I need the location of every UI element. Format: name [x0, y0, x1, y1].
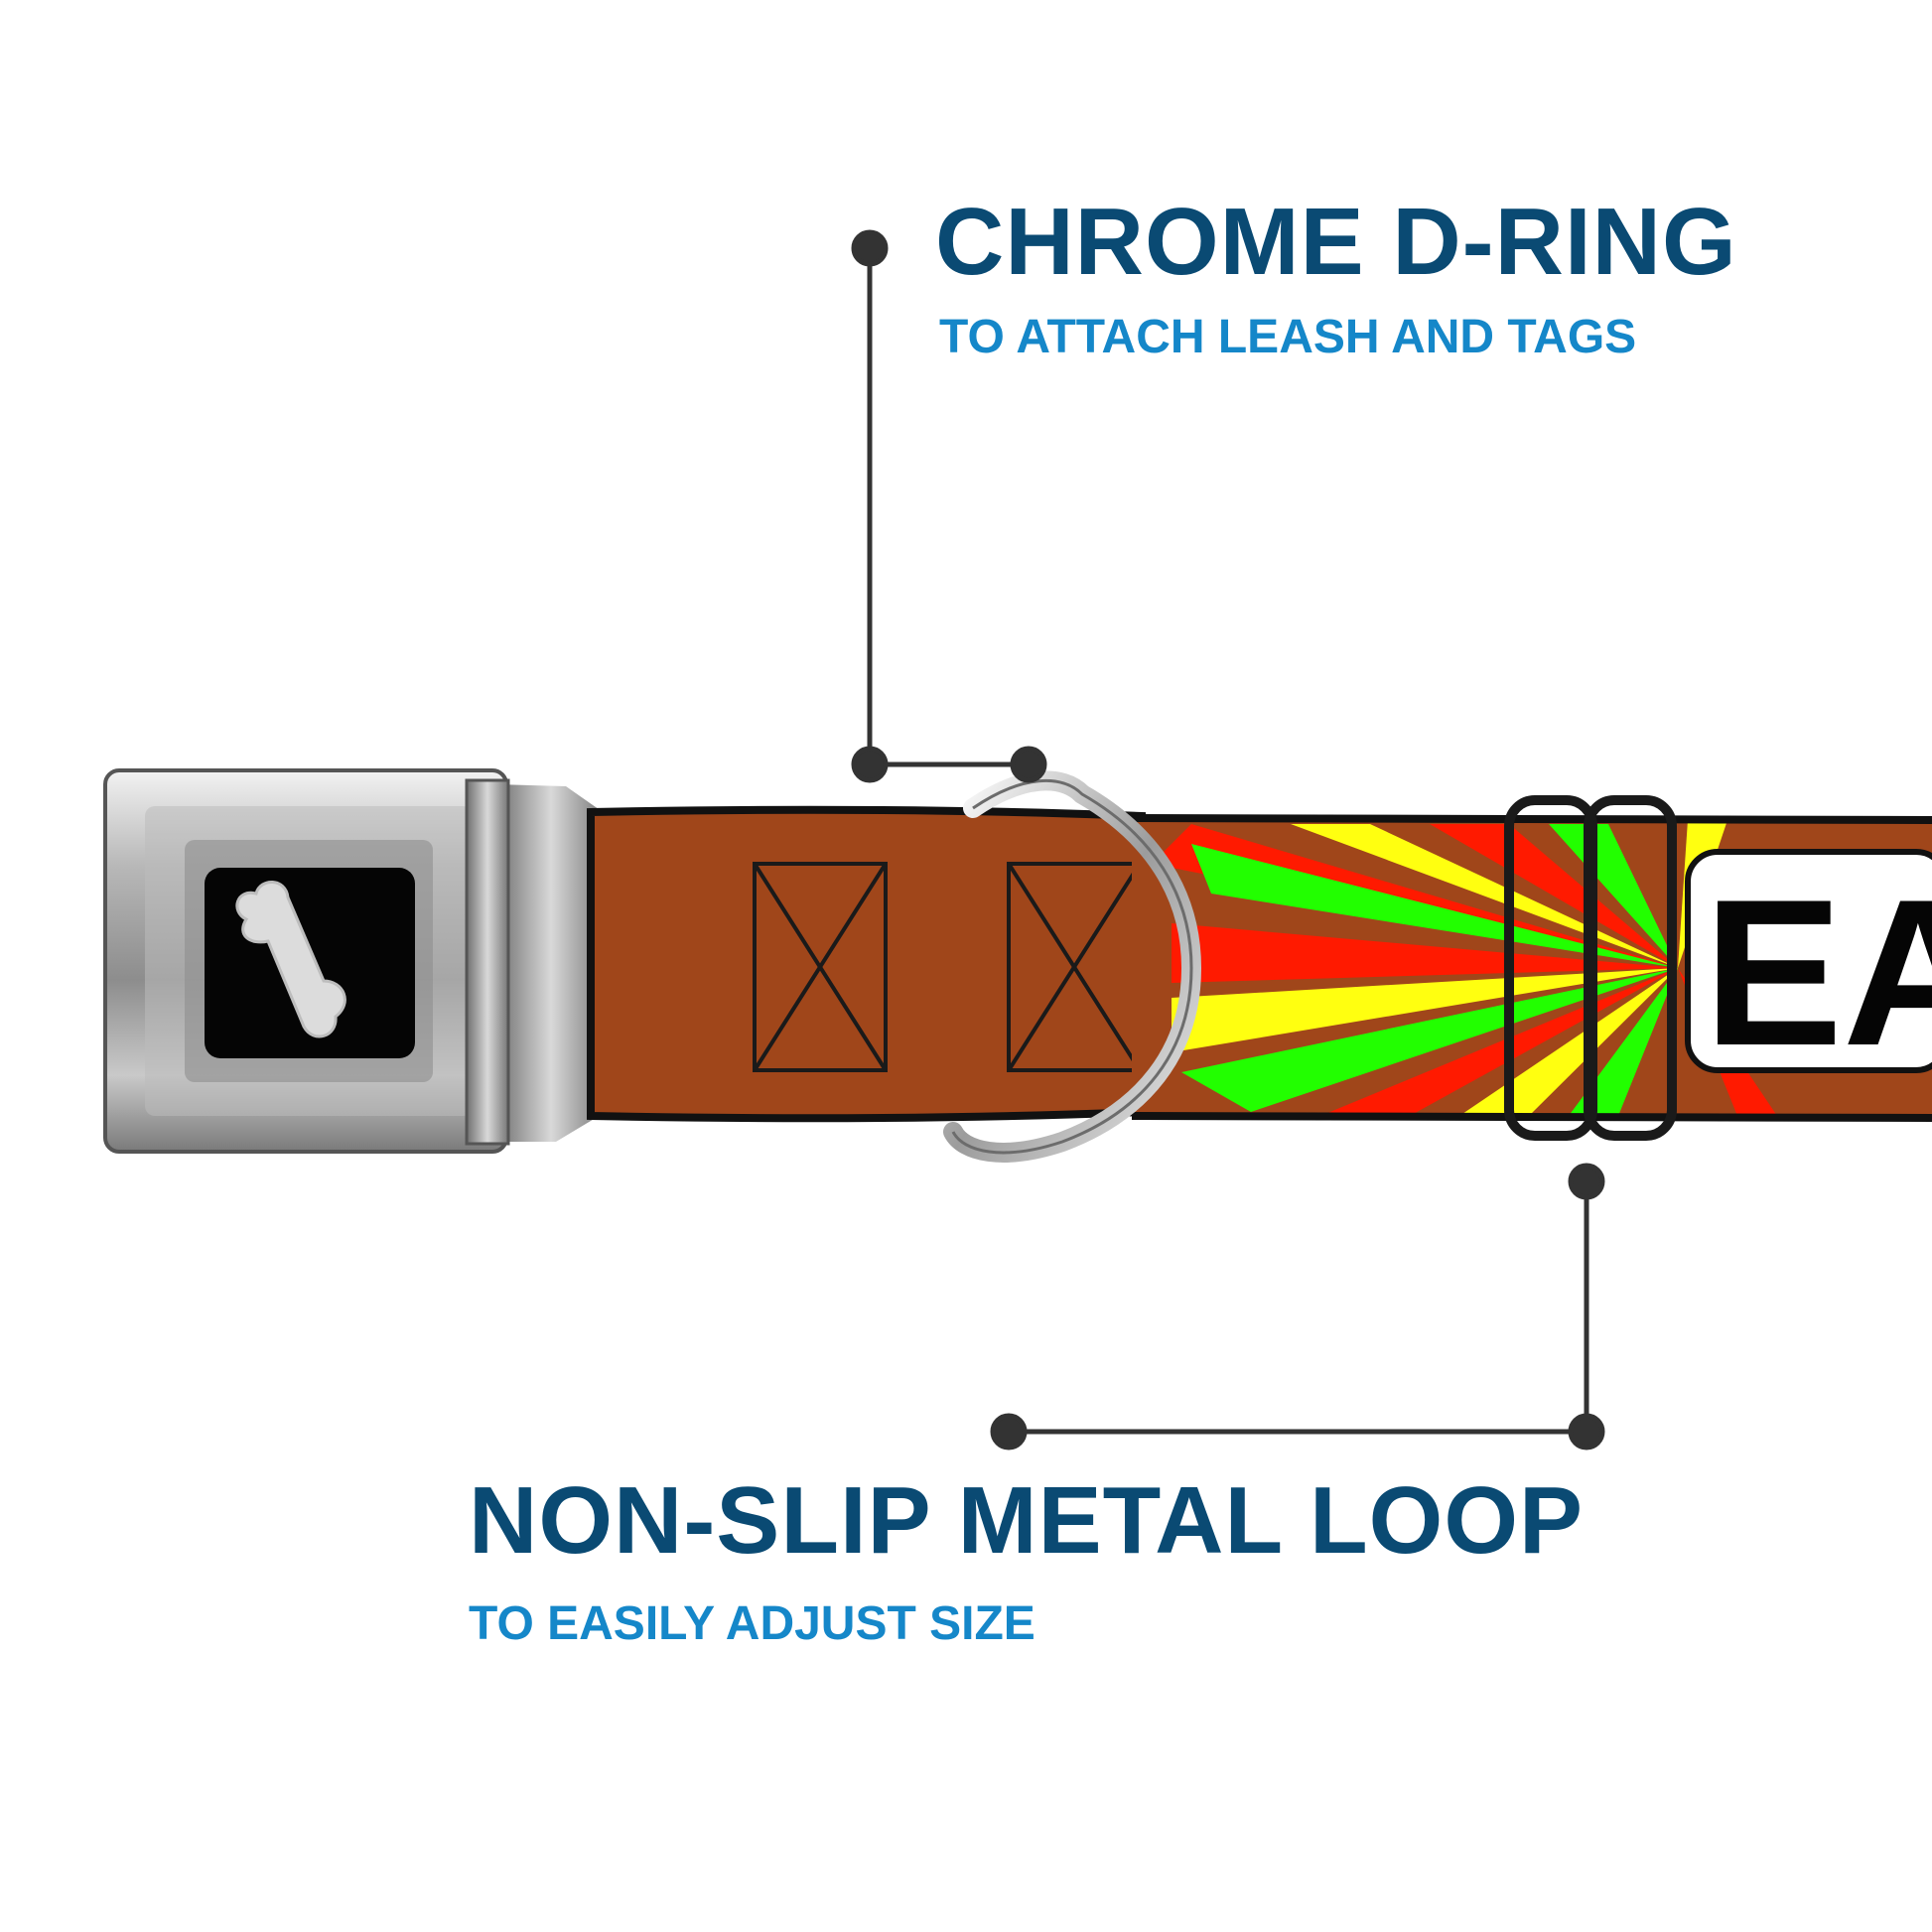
leader-dot-end: [990, 1413, 1028, 1450]
chrome-d-ring: [943, 770, 1202, 1163]
seatbelt-buckle: [103, 768, 510, 1154]
metal-loop-callout-title: NON-SLIP METAL LOOP: [469, 1467, 1585, 1574]
strap-print-text: EA: [1704, 856, 1932, 1089]
bone-logo-icon: [235, 881, 346, 1038]
d-ring-callout-subtitle: TO ATTACH LEASH AND TAGS: [939, 311, 1637, 363]
leader-dot-top: [851, 229, 889, 267]
leader-dot-corner: [1568, 1413, 1605, 1450]
leader-dot-top: [1568, 1163, 1605, 1200]
d-ring-leader-line: [851, 229, 1047, 783]
metal-loop: [1504, 795, 1677, 1141]
d-ring-callout-title: CHROME D-RING: [935, 189, 1737, 295]
collar-strap-pattern: EA: [1131, 814, 1932, 1122]
stitch-boxes: [753, 862, 1142, 1072]
buckle-tongue: [496, 784, 606, 1142]
metal-loop-callout-subtitle: TO EASILY ADJUST SIZE: [469, 1597, 1035, 1650]
metal-loop-leader-line: [990, 1163, 1605, 1450]
leader-dot-corner: [851, 746, 889, 783]
leader-dot-end: [1010, 746, 1047, 783]
